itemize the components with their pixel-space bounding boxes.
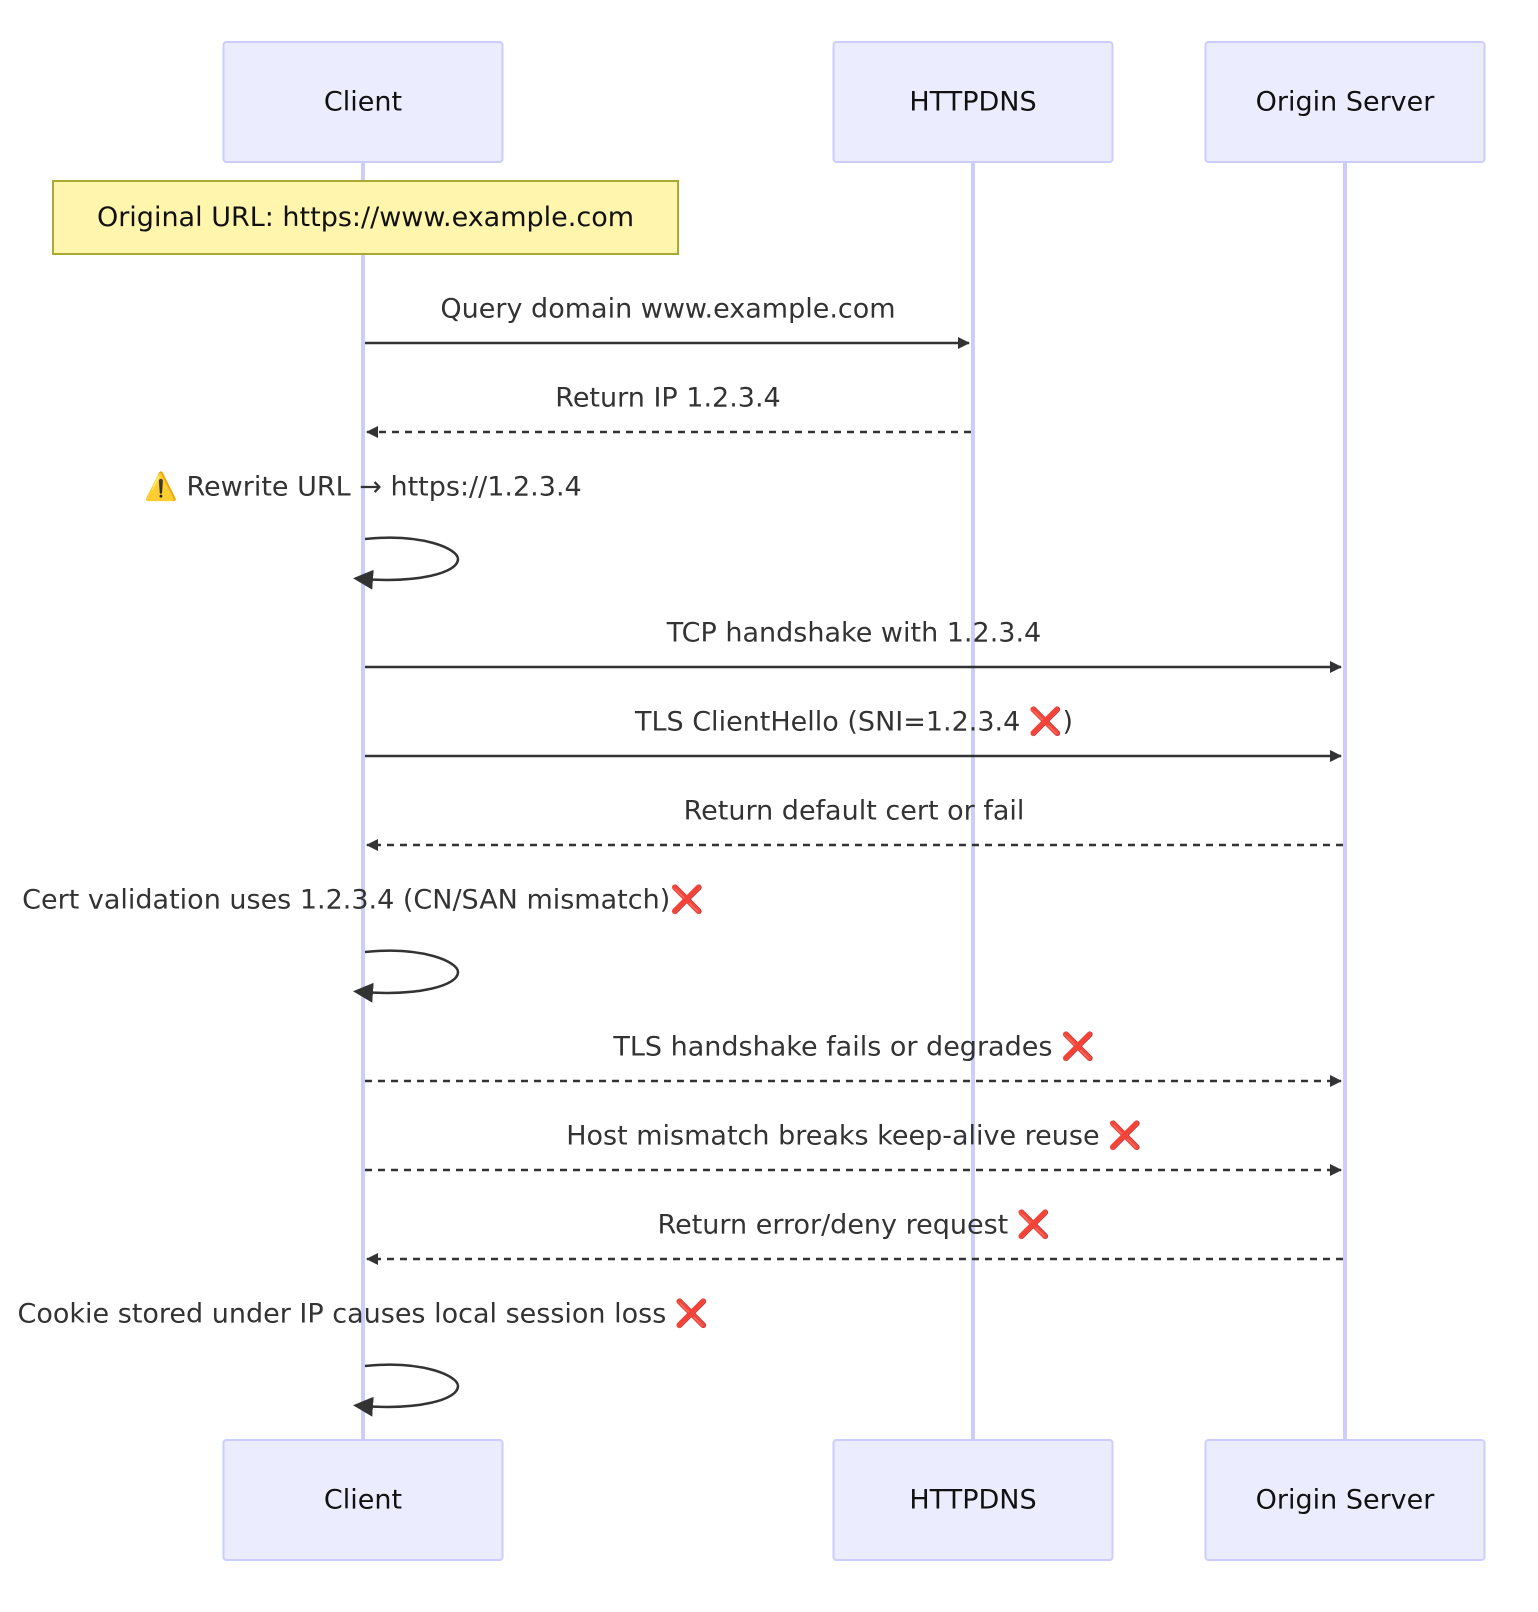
msg-return-error: Return error/deny request ❌ bbox=[366, 1209, 1343, 1265]
msg-host-mismatch: Host mismatch breaks keep-alive reuse ❌ bbox=[365, 1120, 1342, 1176]
participant-label: Client bbox=[324, 1485, 402, 1516]
participant-box bbox=[1204, 1439, 1486, 1561]
note-box bbox=[52, 180, 679, 255]
msg-tls-fails: TLS handshake fails or degrades ❌ bbox=[365, 1031, 1342, 1087]
participant-origin-top: Origin Server bbox=[1204, 41, 1486, 163]
message-label: Return error/deny request ❌ bbox=[658, 1209, 1051, 1241]
note-original-url: Original URL: https://www.example.com bbox=[52, 180, 679, 255]
participant-box bbox=[832, 1439, 1114, 1561]
participant-httpdns-bottom: HTTPDNS bbox=[832, 1439, 1114, 1561]
participant-client-bottom: Client bbox=[222, 1439, 504, 1561]
msg-tcp-handshake: TCP handshake with 1.2.3.4 bbox=[365, 618, 1342, 673]
participant-httpdns-top: HTTPDNS bbox=[832, 41, 1114, 163]
msg-rewrite-url: ⚠️ Rewrite URL → https://1.2.3.4 bbox=[144, 471, 582, 590]
msg-default-cert: Return default cert or fail bbox=[366, 796, 1343, 851]
participant-box bbox=[832, 41, 1114, 163]
participant-box bbox=[222, 41, 504, 163]
message-label: Return IP 1.2.3.4 bbox=[555, 383, 780, 414]
msg-return-ip: Return IP 1.2.3.4 bbox=[366, 383, 971, 438]
msg-tls-clienthello: TLS ClientHello (SNI=1.2.3.4 ❌) bbox=[365, 706, 1342, 762]
message-label: Host mismatch breaks keep-alive reuse ❌ bbox=[566, 1120, 1142, 1152]
message-label: Cookie stored under IP causes local sess… bbox=[18, 1298, 709, 1330]
participant-box bbox=[1204, 41, 1486, 163]
message-label: Return default cert or fail bbox=[684, 796, 1025, 827]
message-label: Cert validation uses 1.2.3.4 (CN/SAN mis… bbox=[22, 884, 704, 916]
participant-label: Origin Server bbox=[1256, 1485, 1436, 1516]
message-label: TLS handshake fails or degrades ❌ bbox=[612, 1031, 1094, 1063]
self-loop-arrow bbox=[353, 1363, 460, 1417]
msg-query-domain: Query domain www.example.com bbox=[365, 294, 970, 349]
participant-label: HTTPDNS bbox=[909, 87, 1036, 118]
message-label: TLS ClientHello (SNI=1.2.3.4 ❌) bbox=[634, 706, 1073, 738]
message-label: Query domain www.example.com bbox=[440, 294, 895, 325]
participant-origin-bottom: Origin Server bbox=[1204, 1439, 1486, 1561]
participant-label: Client bbox=[324, 87, 402, 118]
participant-box bbox=[222, 1439, 504, 1561]
msg-cert-validation: Cert validation uses 1.2.3.4 (CN/SAN mis… bbox=[22, 884, 704, 1003]
note-text: Original URL: https://www.example.com bbox=[97, 202, 634, 233]
message-label: TCP handshake with 1.2.3.4 bbox=[666, 618, 1041, 649]
msg-cookie-loss: Cookie stored under IP causes local sess… bbox=[18, 1298, 709, 1417]
participant-client-top: Client bbox=[222, 41, 504, 163]
self-loop-arrow bbox=[353, 949, 460, 1003]
participant-label: Origin Server bbox=[1256, 87, 1436, 118]
self-loop-arrow bbox=[353, 536, 460, 590]
message-label: ⚠️ Rewrite URL → https://1.2.3.4 bbox=[144, 471, 581, 503]
participant-label: HTTPDNS bbox=[909, 1485, 1036, 1516]
